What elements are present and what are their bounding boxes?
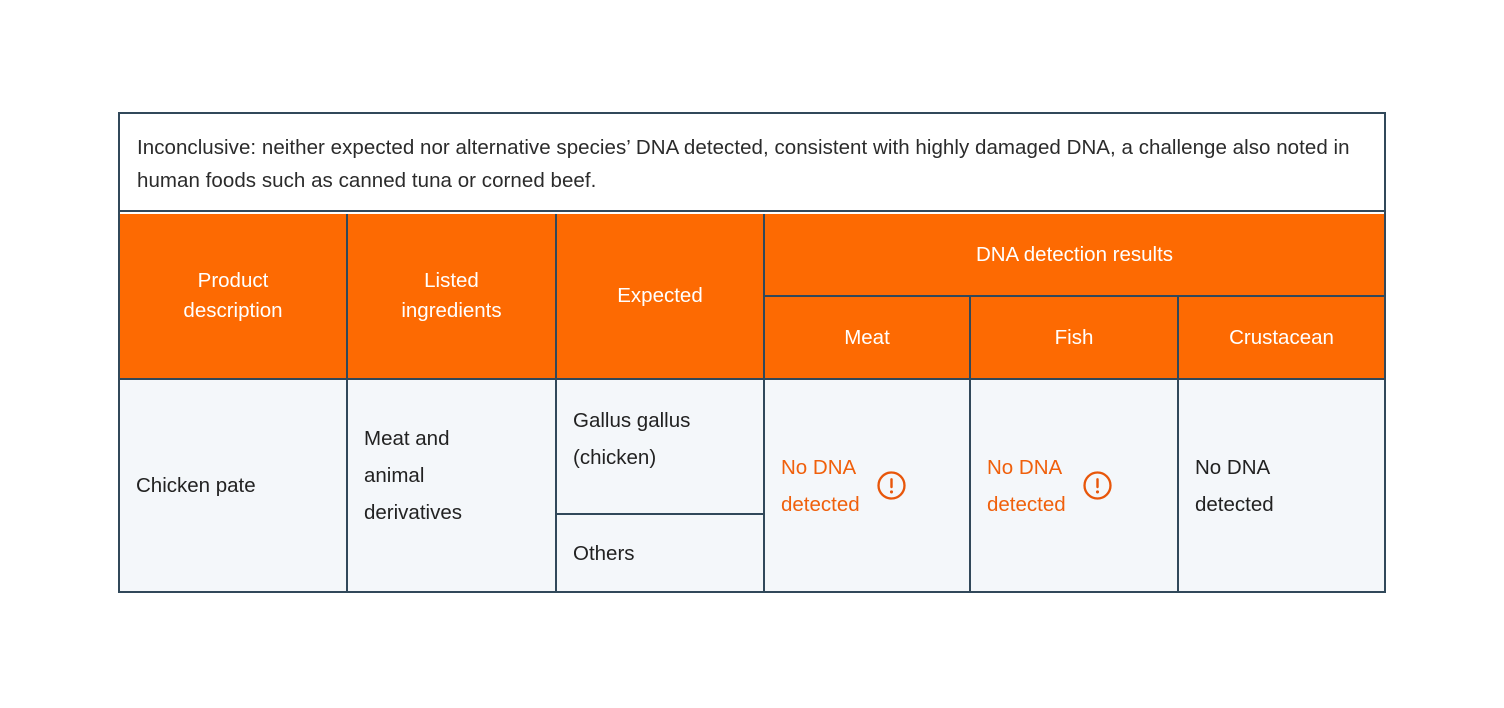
column-header-listed-ingredients: Listed ingredients — [348, 214, 557, 378]
table-row: Chicken pate Meat and animal derivatives… — [120, 380, 1384, 591]
cell-expected-stack: Gallus gallus (chicken) Others — [557, 380, 765, 591]
cell-listed-ingredients: Meat and animal derivatives — [348, 380, 557, 591]
cell-result-fish: No DNA detected — [971, 380, 1179, 591]
column-header-crustacean: Crustacean — [1179, 297, 1384, 378]
table-caption-row: Inconclusive: neither expected nor alter… — [120, 114, 1384, 212]
table-header-band: Product description Listed ingredients E… — [120, 214, 1384, 380]
cell-result-meat: No DNA detected — [765, 380, 971, 591]
warning-circle-icon — [877, 471, 906, 500]
table-caption-text: Inconclusive: neither expected nor alter… — [137, 136, 1350, 192]
cell-expected-others: Others — [557, 515, 763, 591]
dna-results-table: Inconclusive: neither expected nor alter… — [118, 112, 1386, 593]
result-text-crustacean: No DNA detected — [1195, 455, 1274, 516]
result-text-meat: No DNA detected — [781, 455, 860, 516]
column-group-header-dna-detection-results: DNA detection results — [765, 214, 1384, 297]
result-text-fish: No DNA detected — [987, 455, 1066, 516]
cell-product-description: Chicken pate — [120, 380, 348, 591]
column-header-fish: Fish — [971, 297, 1179, 378]
column-header-product-description: Product description — [120, 214, 348, 378]
column-header-meat: Meat — [765, 297, 971, 378]
warning-circle-icon — [1083, 471, 1112, 500]
cell-result-crustacean: No DNA detected — [1179, 380, 1384, 591]
cell-expected-species: Gallus gallus (chicken) — [557, 380, 763, 515]
column-header-expected: Expected — [557, 214, 765, 378]
